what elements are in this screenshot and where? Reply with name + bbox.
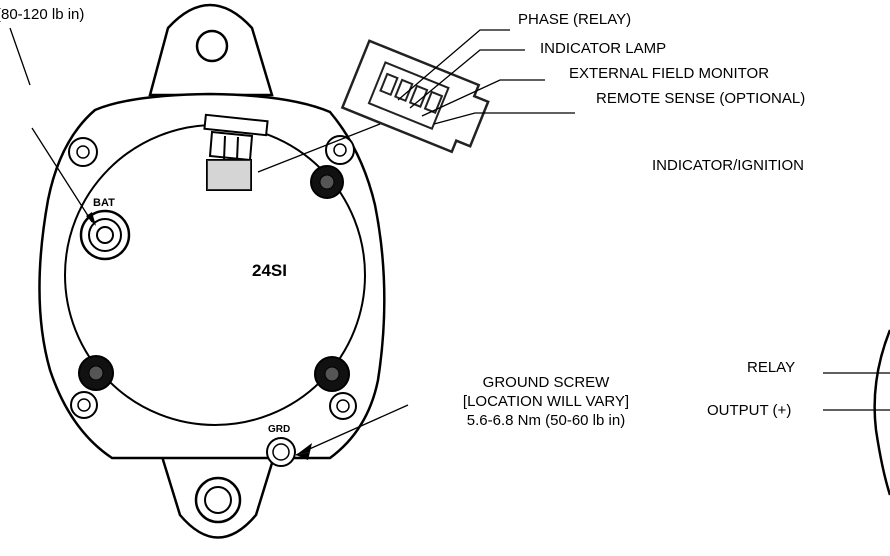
ground-screw-torque-label: 5.6-6.8 Nm (50-60 lb in): [467, 412, 625, 429]
indicator-ignition-label: INDICATOR/IGNITION: [652, 157, 804, 174]
regulator-connector: [203, 113, 269, 191]
output-label: OUTPUT (+): [707, 402, 791, 419]
mounting-bolts: [68, 135, 357, 420]
remote-sense-label: REMOTE SENSE (OPTIONAL): [596, 90, 805, 107]
top-ear-hole: [195, 29, 229, 63]
bolt-bottom-left: [70, 391, 98, 419]
torque-top-label: (80-120 lb in): [0, 6, 84, 23]
bottom-ear-hole: [194, 476, 242, 524]
grd-mark: GRD: [268, 424, 290, 435]
phase-relay-label: PHASE (RELAY): [518, 11, 631, 28]
connector-plug-detail: [340, 39, 490, 154]
bolt-top-left: [68, 137, 98, 167]
ground-screw-label: GROUND SCREW: [483, 374, 611, 391]
bolt-bottom-right: [329, 392, 357, 420]
stud-left-lower: [78, 355, 114, 391]
indicator-lamp-label: INDICATOR LAMP: [540, 40, 666, 57]
alternator-housing: [38, 3, 386, 539]
leader-lines: [9, 27, 890, 456]
stud-right-upper: [310, 165, 344, 199]
grd-terminal: [266, 437, 296, 467]
right-edge-component: [873, 329, 890, 496]
stud-right-lower: [314, 356, 350, 392]
ground-screw-location-label: [LOCATION WILL VARY]: [463, 393, 629, 410]
bat-mark: BAT: [93, 197, 115, 209]
relay-label: RELAY: [747, 359, 795, 376]
model-mark: 24SI: [252, 261, 287, 280]
external-field-monitor-label: EXTERNAL FIELD MONITOR: [569, 65, 769, 82]
arrowheads: [86, 212, 312, 460]
